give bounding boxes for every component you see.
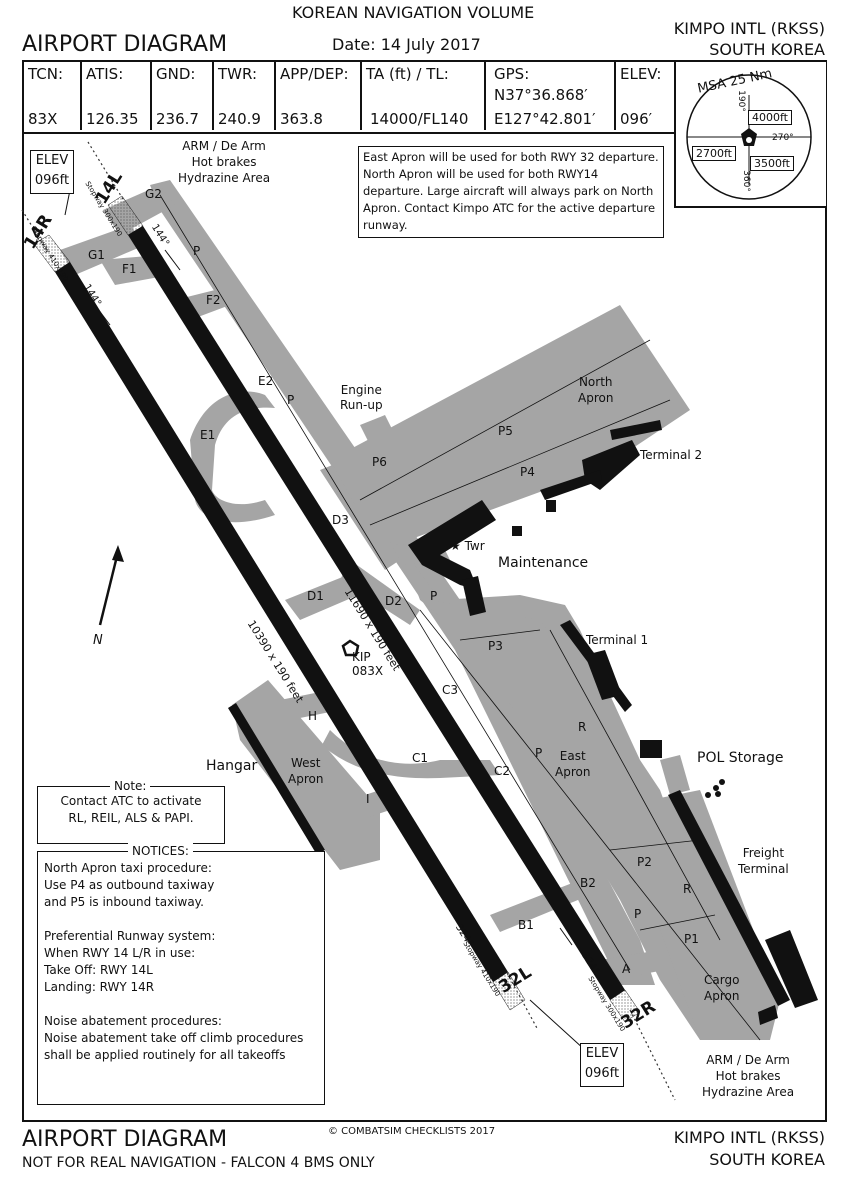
taxiway-p-c: P xyxy=(430,589,438,603)
taxiway-p-b: P xyxy=(287,393,295,407)
taxiway-p1: P1 xyxy=(684,932,699,946)
taxiway-e2: E2 xyxy=(258,374,274,388)
freq-tcn: TCN:83X xyxy=(24,62,82,130)
freq-twr: TWR:240.9 xyxy=(214,62,276,130)
taxiway-e1: E1 xyxy=(200,428,216,442)
footer-country: SOUTH KOREA xyxy=(709,1150,825,1169)
taxiway-d3: D3 xyxy=(332,513,349,527)
buildings xyxy=(228,420,818,1025)
taxiway-h: H xyxy=(308,709,318,723)
taxiway-d1: D1 xyxy=(307,589,324,603)
taxiway-f1: F1 xyxy=(122,262,137,276)
taxiway-p5: P5 xyxy=(498,424,513,438)
msa-r2: 270° xyxy=(772,133,794,143)
taxiway-g2: G2 xyxy=(145,187,162,201)
taxiway-r-1: R xyxy=(578,720,587,734)
taxiway-p2: P2 xyxy=(637,855,652,869)
tower-building xyxy=(408,500,496,590)
terminal1-label: Terminal 1 xyxy=(586,633,649,647)
hangar-label: Hangar xyxy=(206,758,258,774)
taxiway-d2: D2 xyxy=(385,594,402,608)
taxiway-p4: P4 xyxy=(520,465,535,479)
taxiway-r-2: R xyxy=(683,882,692,896)
taxiway-f2: F2 xyxy=(206,293,221,307)
maintenance-label: Maintenance xyxy=(498,555,589,571)
airport-country: SOUTH KOREA xyxy=(709,40,825,59)
taxiway-c2: C2 xyxy=(494,764,511,778)
footer-title: AIRPORT DIAGRAM xyxy=(22,1127,228,1152)
runways xyxy=(33,195,641,1023)
terminal2-label: Terminal 2 xyxy=(640,448,703,462)
freq-elev: ELEV:096′ xyxy=(620,65,662,128)
msa-alt-1: 4000ft xyxy=(748,110,792,125)
freq-ta-tl: TA (ft) / TL:14000/FL140 xyxy=(362,62,486,130)
freq-gnd: GND:236.7 xyxy=(152,62,214,130)
footer-disclaimer: NOT FOR REAL NAVIGATION - FALCON 4 BMS O… xyxy=(22,1155,375,1171)
taxiway-p-d: P xyxy=(535,746,543,760)
footer-copyright: © COMBATSIM CHECKLISTS 2017 xyxy=(328,1126,496,1137)
north-label: N xyxy=(93,633,103,648)
msa-r1: 190° xyxy=(735,90,746,112)
taxiway-a: A xyxy=(622,962,631,976)
msa-alt-2: 2700ft xyxy=(692,146,736,161)
taxi-centerlines xyxy=(159,194,761,1041)
tower-label: ★ Twr xyxy=(450,539,485,553)
notices-box: NOTICES: North Apron taxi procedure: Use… xyxy=(37,843,325,1105)
runway-14r-32l xyxy=(55,262,508,982)
pol-storage-label: POL Storage xyxy=(697,750,784,766)
atc-lighting-note: Note: Contact ATC to activate RL, REIL, … xyxy=(37,778,225,844)
runway-14l-32r xyxy=(128,226,625,1000)
taxiway-p-a: P xyxy=(193,244,201,258)
airport-name: KIMPO INTL (RKSS) xyxy=(673,19,825,38)
freight-building xyxy=(668,790,790,1006)
freq-app-dep: APP/DEP:363.8 xyxy=(276,62,362,130)
taxiway-c1: C1 xyxy=(412,751,429,765)
diagram-frame xyxy=(22,60,827,1122)
frequency-strip xyxy=(24,62,674,134)
msa-diagram xyxy=(686,74,812,200)
apron-usage-note: East Apron will be used for both RWY 32 … xyxy=(358,146,664,238)
taxiway-p6: P6 xyxy=(372,455,387,469)
taxiway-b1: B1 xyxy=(518,918,534,932)
diagram-date: Date: 14 July 2017 xyxy=(332,35,481,54)
taxiway-i: I xyxy=(366,792,370,806)
freq-gps: GPS:N37°36.868′E127°42.801′ xyxy=(486,62,616,130)
heading-arrows xyxy=(64,189,586,1051)
kip-vortac-icon xyxy=(341,639,360,657)
volume-title: KOREAN NAVIGATION VOLUME xyxy=(292,3,535,22)
freq-atis: ATIS:126.35 xyxy=(82,62,152,130)
taxiway-b2: B2 xyxy=(580,876,596,890)
taxiway-p-e: P xyxy=(634,907,642,921)
north-arrow-icon xyxy=(98,545,124,626)
taxiway-g1: G1 xyxy=(88,248,105,262)
msa-alt-3: 3500ft xyxy=(750,156,794,171)
footer-airport: KIMPO INTL (RKSS) xyxy=(673,1128,825,1147)
diagram-title: AIRPORT DIAGRAM xyxy=(22,32,228,57)
taxiway-p3: P3 xyxy=(488,639,503,653)
taxiway-c3: C3 xyxy=(442,683,459,697)
msa-r3: 360° xyxy=(740,170,751,192)
